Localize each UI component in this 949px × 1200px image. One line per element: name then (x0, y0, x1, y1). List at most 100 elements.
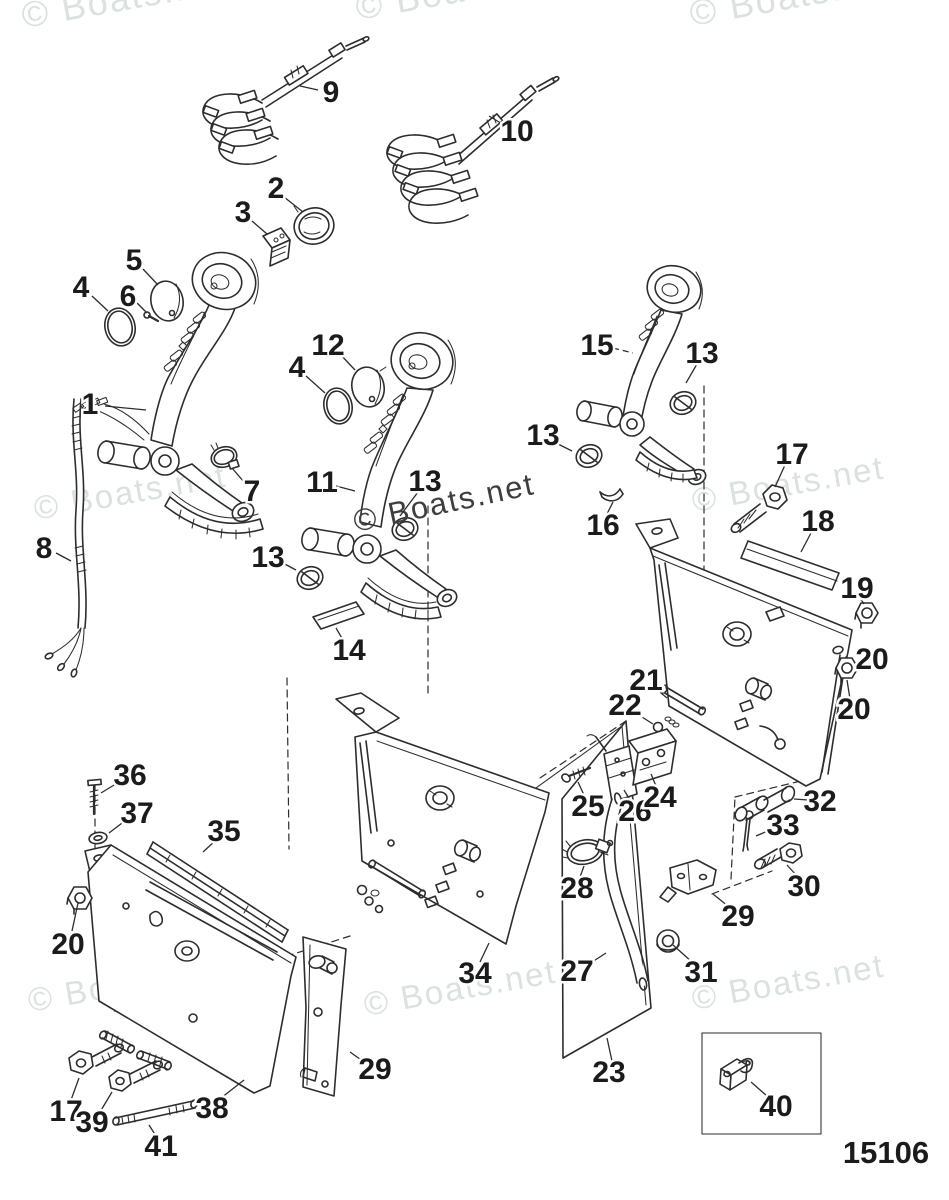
part-label-13: 13 (526, 419, 559, 452)
part-label-20: 20 (855, 643, 888, 676)
screw-6 (143, 311, 160, 323)
part-label-6: 6 (120, 280, 137, 313)
part-label-17: 17 (49, 1095, 82, 1128)
part-label-13: 13 (408, 465, 441, 498)
pin-32 (734, 785, 796, 822)
leader-line-14-21 (335, 627, 344, 641)
part-label-13: 13 (251, 541, 284, 574)
bracket-29-right (659, 859, 717, 903)
clamp-7 (210, 442, 240, 470)
leader-line-4-5 (91, 295, 109, 312)
terminal-cap-2 (293, 205, 335, 245)
leader-line-13-19 (280, 561, 297, 571)
wire-harness-10 (386, 75, 560, 224)
leader-line-29-34 (712, 893, 730, 908)
part-label-12: 12 (311, 329, 344, 362)
bar-14 (312, 601, 365, 630)
leader-line-4-9 (305, 375, 326, 394)
leader-line-8-20 (55, 552, 72, 562)
leader-line-1-7 (104, 405, 147, 411)
part-label-26: 26 (618, 795, 651, 828)
part-label-36: 36 (113, 759, 146, 792)
diagram-number: 15106 (843, 1135, 929, 1170)
leader-line-25-27 (577, 781, 585, 796)
leader-line-3-3 (251, 220, 268, 235)
leader-line-20-23 (856, 661, 863, 666)
part-label-29: 29 (358, 1053, 391, 1086)
trim-strip-35 (146, 841, 289, 943)
screw-25 (561, 766, 592, 783)
part-label-19: 19 (840, 572, 873, 605)
nut-20-right (834, 657, 859, 684)
part-label-4: 4 (289, 351, 306, 384)
leader-line-20-24 (846, 679, 851, 700)
part-label-22: 22 (608, 689, 641, 722)
part-label-21: 21 (629, 664, 662, 697)
part-label-9: 9 (323, 76, 340, 109)
bolt-30 (753, 842, 803, 870)
wire-loom-8 (44, 394, 150, 678)
o-ring-4-middle (323, 387, 353, 425)
part-label-23: 23 (592, 1056, 625, 1089)
clip-13-middle-lower (296, 565, 324, 591)
part-label-4: 4 (73, 271, 90, 304)
leader-line-5-4 (142, 268, 159, 286)
leader-line-28-33 (579, 865, 585, 878)
leader-line-19-22 (859, 597, 865, 605)
part-label-31: 31 (684, 956, 717, 989)
leader-line-22-26 (633, 711, 654, 725)
hose-clamp-28 (561, 838, 614, 866)
part-label-29: 29 (721, 900, 754, 933)
part-label-40: 40 (759, 1090, 792, 1123)
control-lever-15 (576, 264, 707, 486)
leader-line-34-41 (479, 942, 490, 963)
part-label-5: 5 (126, 244, 143, 277)
leader-line-39-46 (99, 1091, 113, 1113)
wire-harness-9 (202, 35, 370, 165)
watermark: © Boats.net (686, 0, 901, 34)
leader-line-13-18 (399, 491, 419, 517)
leader-line-38-47 (220, 1079, 245, 1099)
part-label-10: 10 (500, 115, 533, 148)
screw-36 (87, 778, 103, 816)
leader-line-10-1 (488, 115, 505, 126)
leader-line-37-38 (108, 819, 127, 834)
leader-line-15-10 (612, 347, 634, 354)
leader-line-24-29 (650, 773, 657, 787)
leader-line-7-16 (231, 467, 245, 483)
leader-line-41-48 (148, 1124, 157, 1137)
watermark: © Boats.net (689, 947, 887, 1017)
slide-plate-18 (740, 540, 840, 591)
nut-20-left (66, 886, 93, 915)
leader-line-17-13 (774, 464, 786, 488)
bolt-39 (108, 1060, 164, 1092)
part-label-30: 30 (787, 870, 820, 903)
part-label-34: 34 (458, 957, 492, 990)
leader-line-18-15 (800, 530, 813, 553)
part-label-14: 14 (332, 634, 366, 667)
clip-13-middle-upper (391, 516, 419, 542)
part-label-20: 20 (51, 928, 84, 961)
inset-box-40 (701, 1032, 822, 1135)
leader-line-26-28 (623, 789, 631, 801)
mounting-plate-34 (335, 692, 550, 945)
part-label-39: 39 (75, 1106, 108, 1139)
leader-line-35-39 (202, 839, 217, 853)
part-label-7: 7 (244, 475, 261, 508)
part-label-27: 27 (560, 955, 593, 988)
leader-line-9-0 (299, 85, 319, 91)
part-label-20: 20 (837, 693, 870, 726)
part-label-33: 33 (766, 809, 799, 842)
part-label-28: 28 (560, 872, 593, 905)
leader-line-20-40 (71, 902, 79, 932)
mounting-plate-right (635, 518, 853, 787)
leader-line-2-2 (283, 196, 304, 213)
leader-line-13-12 (553, 441, 573, 452)
nut-31 (656, 929, 680, 953)
part-label-41: 41 (144, 1130, 177, 1163)
part-label-3: 3 (235, 196, 252, 229)
leader-line-21-25 (654, 687, 668, 699)
o-ring-4-left (104, 307, 136, 347)
